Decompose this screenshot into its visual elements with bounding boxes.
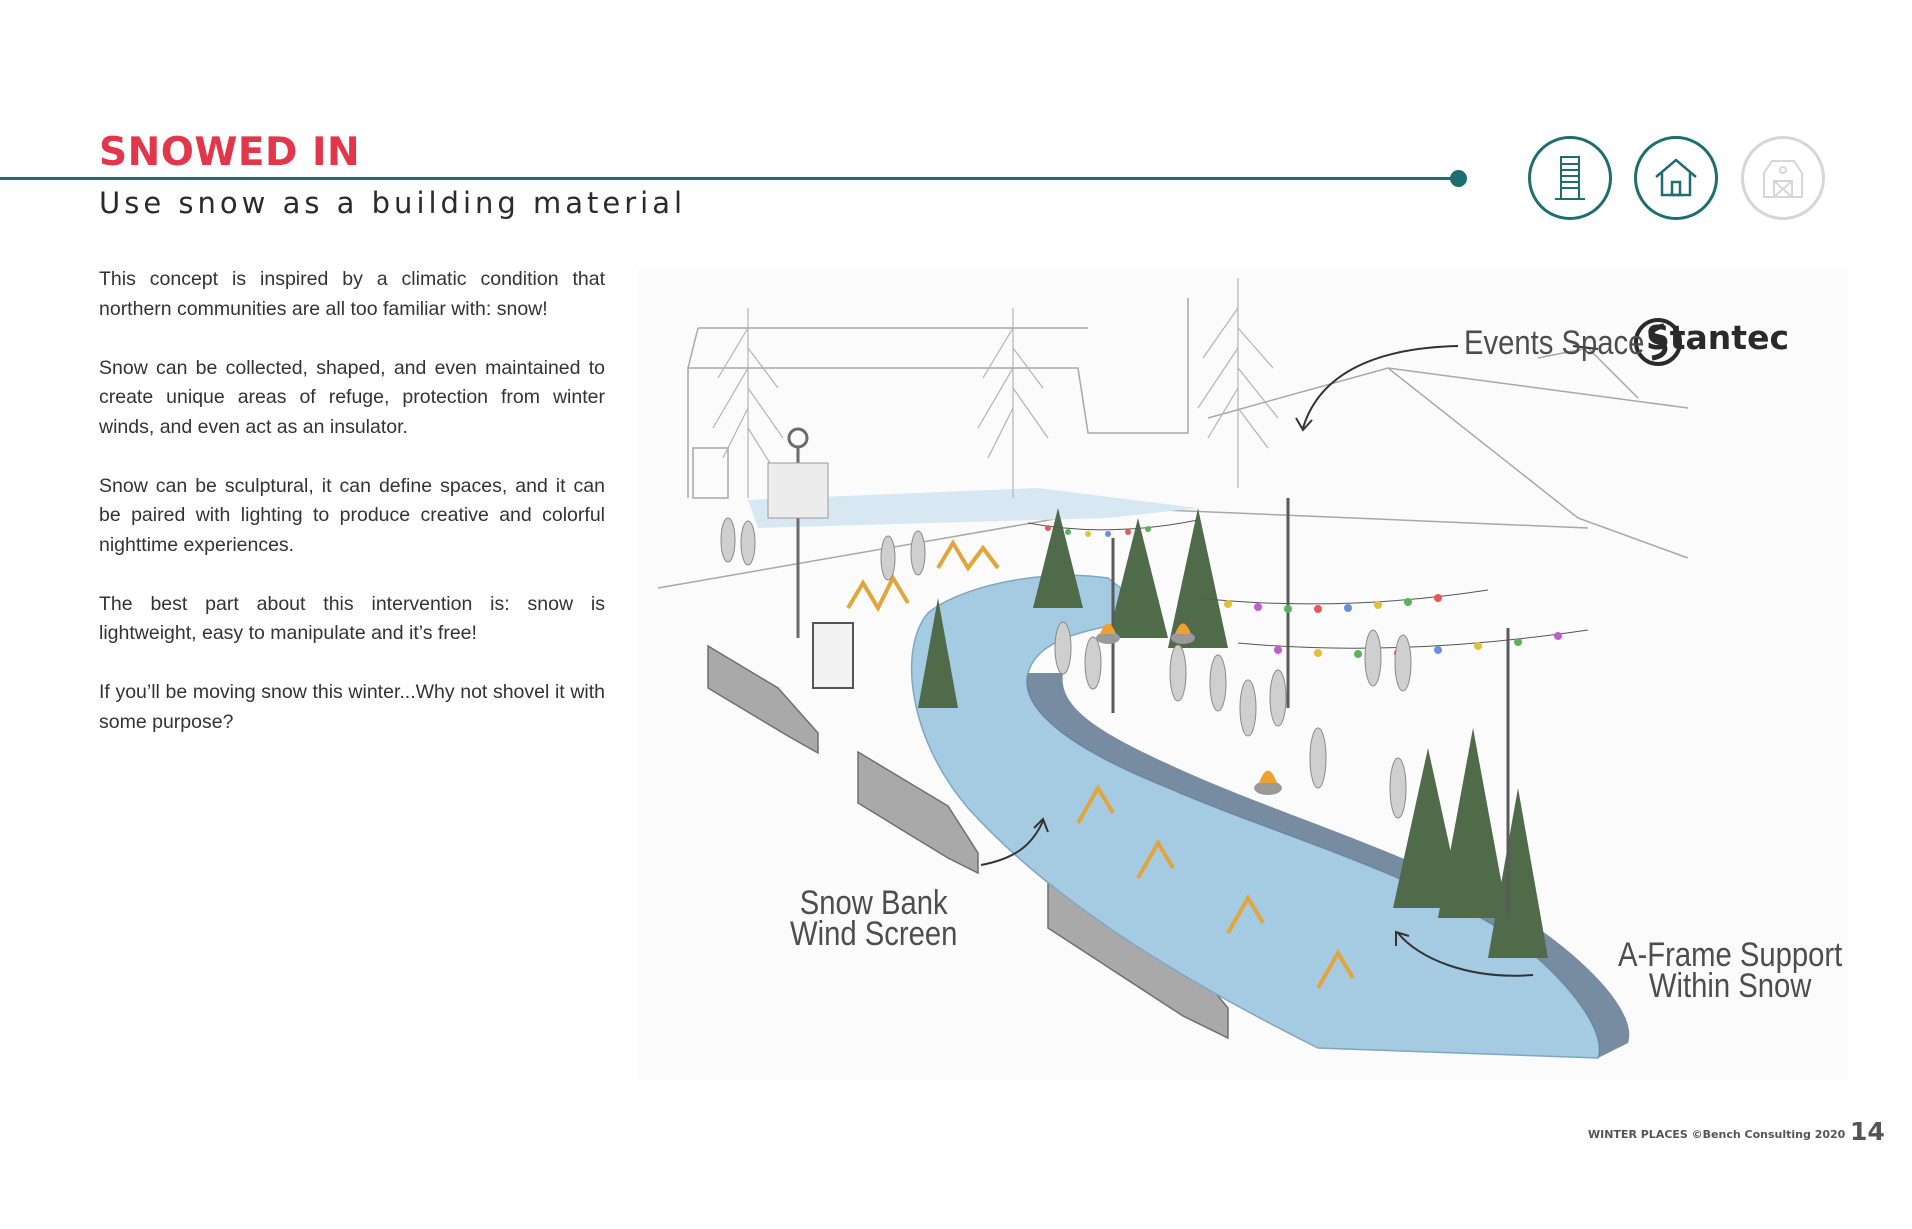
house-icon (1655, 158, 1697, 197)
callout-a-frame-line2: Within Snow (1648, 967, 1812, 1005)
evergreen-trees (918, 508, 1548, 958)
stantec-logo-mark (1634, 318, 1682, 366)
stantec-logo: Stantec (1634, 318, 1789, 366)
title-rule (0, 177, 1458, 180)
barn-badge (1741, 136, 1825, 220)
callout-a-frame-line1: A-Frame Support (1618, 936, 1843, 974)
people (720, 517, 1412, 819)
callout-arrows (980, 345, 1599, 977)
page-subtitle: Use snow as a building material (99, 186, 687, 220)
light-poles (1111, 498, 1510, 918)
house-badge (1634, 136, 1718, 220)
background-buildings (657, 298, 1689, 589)
illustration-drawing (657, 278, 1689, 1059)
barn-icon (1763, 160, 1803, 198)
paragraph-closing: If you’ll be moving snow this winter...W… (99, 681, 605, 733)
bare-trees (712, 278, 1279, 498)
page-title: SNOWED IN (99, 130, 361, 175)
callout-snow-bank-line1: Snow Bank (799, 884, 948, 922)
building-icon (1555, 156, 1585, 200)
callout-a-frame: A-Frame Support Within Snow (1618, 936, 1843, 1005)
snow-bank-shadow (1026, 673, 1630, 1058)
paragraph-sculptural: Snow can be sculptural, it can define sp… (99, 474, 605, 556)
page-number: 14 (1850, 1117, 1885, 1146)
paragraph-best-part: The best part about this intervention is… (99, 592, 605, 645)
callout-events-space: Events Space (1464, 324, 1645, 362)
callout-snow-bank-line2: Wind Screen (790, 915, 958, 953)
lamp-post (787, 427, 809, 638)
distant-plaza (748, 488, 1198, 528)
fire-pits (1096, 623, 1282, 795)
callout-snow-bank: Snow Bank Wind Screen (790, 884, 958, 953)
streetscape-illustration: Stantec Events Space Snow Bank Wind Scre… (638, 268, 1848, 1080)
footer-credit: WINTER PLACES ©Bench Consulting 2020 (1588, 1128, 1846, 1141)
concept-description: This concept is inspired by a climatic c… (99, 265, 605, 767)
rule-end-dot (1450, 170, 1467, 187)
building-badge (1528, 136, 1612, 220)
paragraph-refuge: Snow can be collected, shaped, and even … (99, 356, 605, 438)
callout-events-space-text: Events Space (1464, 324, 1645, 362)
a-frame-supports (846, 539, 1355, 989)
paragraph-intro: This concept is inspired by a climatic c… (99, 268, 605, 320)
light-bulbs (1045, 525, 1562, 658)
